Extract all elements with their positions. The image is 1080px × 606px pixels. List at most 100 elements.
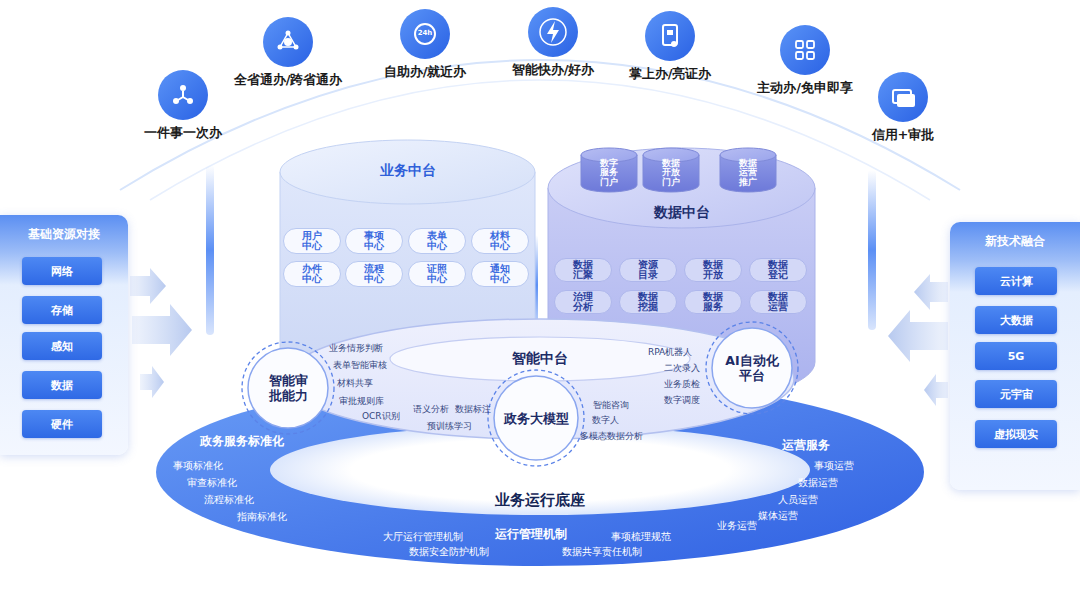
module-pill: 办件中心	[283, 261, 341, 287]
service-label: 智能快办/好办	[488, 61, 618, 79]
platform-title: 数据中台	[548, 204, 815, 222]
module-pill: 数据开放	[684, 258, 742, 282]
base-label: 事项标准化	[173, 461, 223, 471]
module-name: 数据挖掘	[638, 292, 659, 313]
resource-name: 感知	[51, 339, 73, 354]
module-name: 数据登记	[768, 260, 789, 281]
base-label: 大厅运行管理机制	[383, 532, 463, 542]
resource-box: 感知	[22, 332, 102, 360]
module-pill: 数据挖掘	[619, 290, 677, 314]
module-name: 通知中心	[490, 264, 511, 285]
service-label: 掌上办/亮证办	[605, 65, 735, 83]
feature-label: 材料共享	[337, 379, 373, 389]
capability-name: 政务大模型	[504, 411, 569, 426]
resource-box: 虚拟现实	[975, 420, 1057, 448]
resource-name: 5G	[1008, 350, 1025, 363]
base-label: 数据共享责任机制	[562, 547, 642, 557]
module-pill: 证照中心	[408, 261, 466, 287]
module-name: 流程中心	[364, 264, 385, 285]
capability-circle: 智能审批能力	[248, 348, 328, 428]
module-name: 用户中心	[302, 231, 323, 252]
module-pill: 数据登记	[749, 258, 807, 282]
portal-cylinder: 数字服务门户	[581, 148, 637, 192]
service-icon: 一件事一次办	[118, 70, 248, 150]
resource-name: 元宇宙	[1000, 387, 1033, 402]
base-label: 政务服务标准化	[200, 435, 284, 448]
feature-label: 二次录入	[664, 364, 700, 374]
feature-label: RPA机器人	[648, 348, 692, 358]
portal-cylinder: 数据开放门户	[643, 148, 699, 192]
module-pill: 用户中心	[283, 228, 341, 254]
resource-name: 云计算	[1000, 274, 1033, 289]
resource-panel: 新技术融合云计算大数据 5G 元宇宙虚拟现实	[950, 222, 1080, 490]
base-label: 业务运营	[717, 521, 757, 531]
module-name: 数据汇聚	[573, 260, 594, 281]
module-pill: 数据汇聚	[554, 258, 612, 282]
service-label: 主动办/免申即享	[740, 79, 870, 97]
base-label: 指南标准化	[237, 512, 287, 522]
module-name: 治理分析	[573, 292, 594, 313]
capability-name: 智能审批能力	[268, 373, 308, 403]
module-name: 数据服务	[703, 292, 724, 313]
base-label: 数据安全防护机制	[409, 547, 489, 557]
module-pill: 流程中心	[345, 261, 403, 287]
service-label: 信用+审批	[838, 126, 968, 144]
module-name: 材料中心	[490, 231, 511, 252]
module-pill: 治理分析	[554, 290, 612, 314]
resource-box: 云计算	[975, 267, 1057, 295]
module-pill: 事项中心	[345, 228, 403, 254]
capability-circle: AI自动化平台	[712, 328, 792, 408]
capability-circle: 政务大模型	[494, 376, 578, 460]
base-label: 事项梳理规范	[611, 532, 671, 542]
module-pill: 材料中心	[471, 228, 529, 254]
resource-name: 网络	[51, 264, 73, 279]
portal-cylinder: 数据运营推广	[720, 148, 776, 192]
feature-label: 业务质检	[664, 380, 700, 390]
resource-box: 存储	[22, 296, 102, 324]
icon-text: 24h	[418, 30, 433, 38]
resource-box: 网络	[22, 257, 102, 285]
panel-title: 新技术融合	[950, 233, 1080, 250]
resource-name: 存储	[51, 303, 73, 318]
feature-label: 语义分析	[413, 405, 449, 415]
base-label: 审查标准化	[187, 478, 237, 488]
service-icon: 自助办/就近办	[360, 9, 490, 89]
service-icon: 主动办/免申即享	[740, 25, 870, 105]
feature-label: OCR识别	[362, 412, 400, 422]
resource-box: 5G	[975, 342, 1057, 370]
feature-label: 审批规则库	[339, 397, 384, 407]
resource-name: 大数据	[1000, 313, 1033, 328]
service-icon: 掌上办/亮证办	[605, 11, 735, 91]
resource-box: 元宇宙	[975, 380, 1057, 408]
feature-label: 表单智能审核	[333, 361, 387, 371]
feature-label: 业务情形判断	[329, 344, 383, 354]
module-name: 资源目录	[638, 260, 659, 281]
module-pill: 通知中心	[471, 261, 529, 287]
panel-title: 基础资源对接	[0, 226, 128, 243]
module-name: 数据运营	[768, 292, 789, 313]
module-name: 办件中心	[302, 264, 323, 285]
portal-name: 数据开放门户	[658, 159, 684, 187]
service-label: 自助办/就近办	[360, 63, 490, 81]
base-label: 运营服务	[782, 439, 830, 452]
feature-label: 多模态数据分析	[580, 432, 643, 442]
base-label: 运行管理机制	[495, 528, 567, 541]
base-label: 流程标准化	[204, 495, 254, 505]
module-pill: 表单中心	[408, 228, 466, 254]
module-pill: 数据服务	[684, 290, 742, 314]
module-pill: 数据运营	[749, 290, 807, 314]
platform-title: 业务中台	[280, 162, 535, 180]
service-icon: 全省通办/跨省通办	[223, 17, 353, 97]
feature-label: 预训练学习	[427, 422, 472, 432]
module-name: 证照中心	[427, 264, 448, 285]
portal-name: 数据运营推广	[735, 159, 761, 187]
module-pill: 资源目录	[619, 258, 677, 282]
base-label: 媒体运营	[758, 511, 798, 521]
resource-box: 大数据	[975, 306, 1057, 334]
feature-label: 数字调度	[664, 396, 700, 406]
module-name: 表单中心	[427, 231, 448, 252]
resource-box: 硬件	[22, 410, 102, 438]
resource-panel: 基础资源对接网络存储感知数据硬件	[0, 215, 128, 455]
resource-name: 虚拟现实	[994, 427, 1038, 442]
service-label: 一件事一次办	[118, 124, 248, 142]
